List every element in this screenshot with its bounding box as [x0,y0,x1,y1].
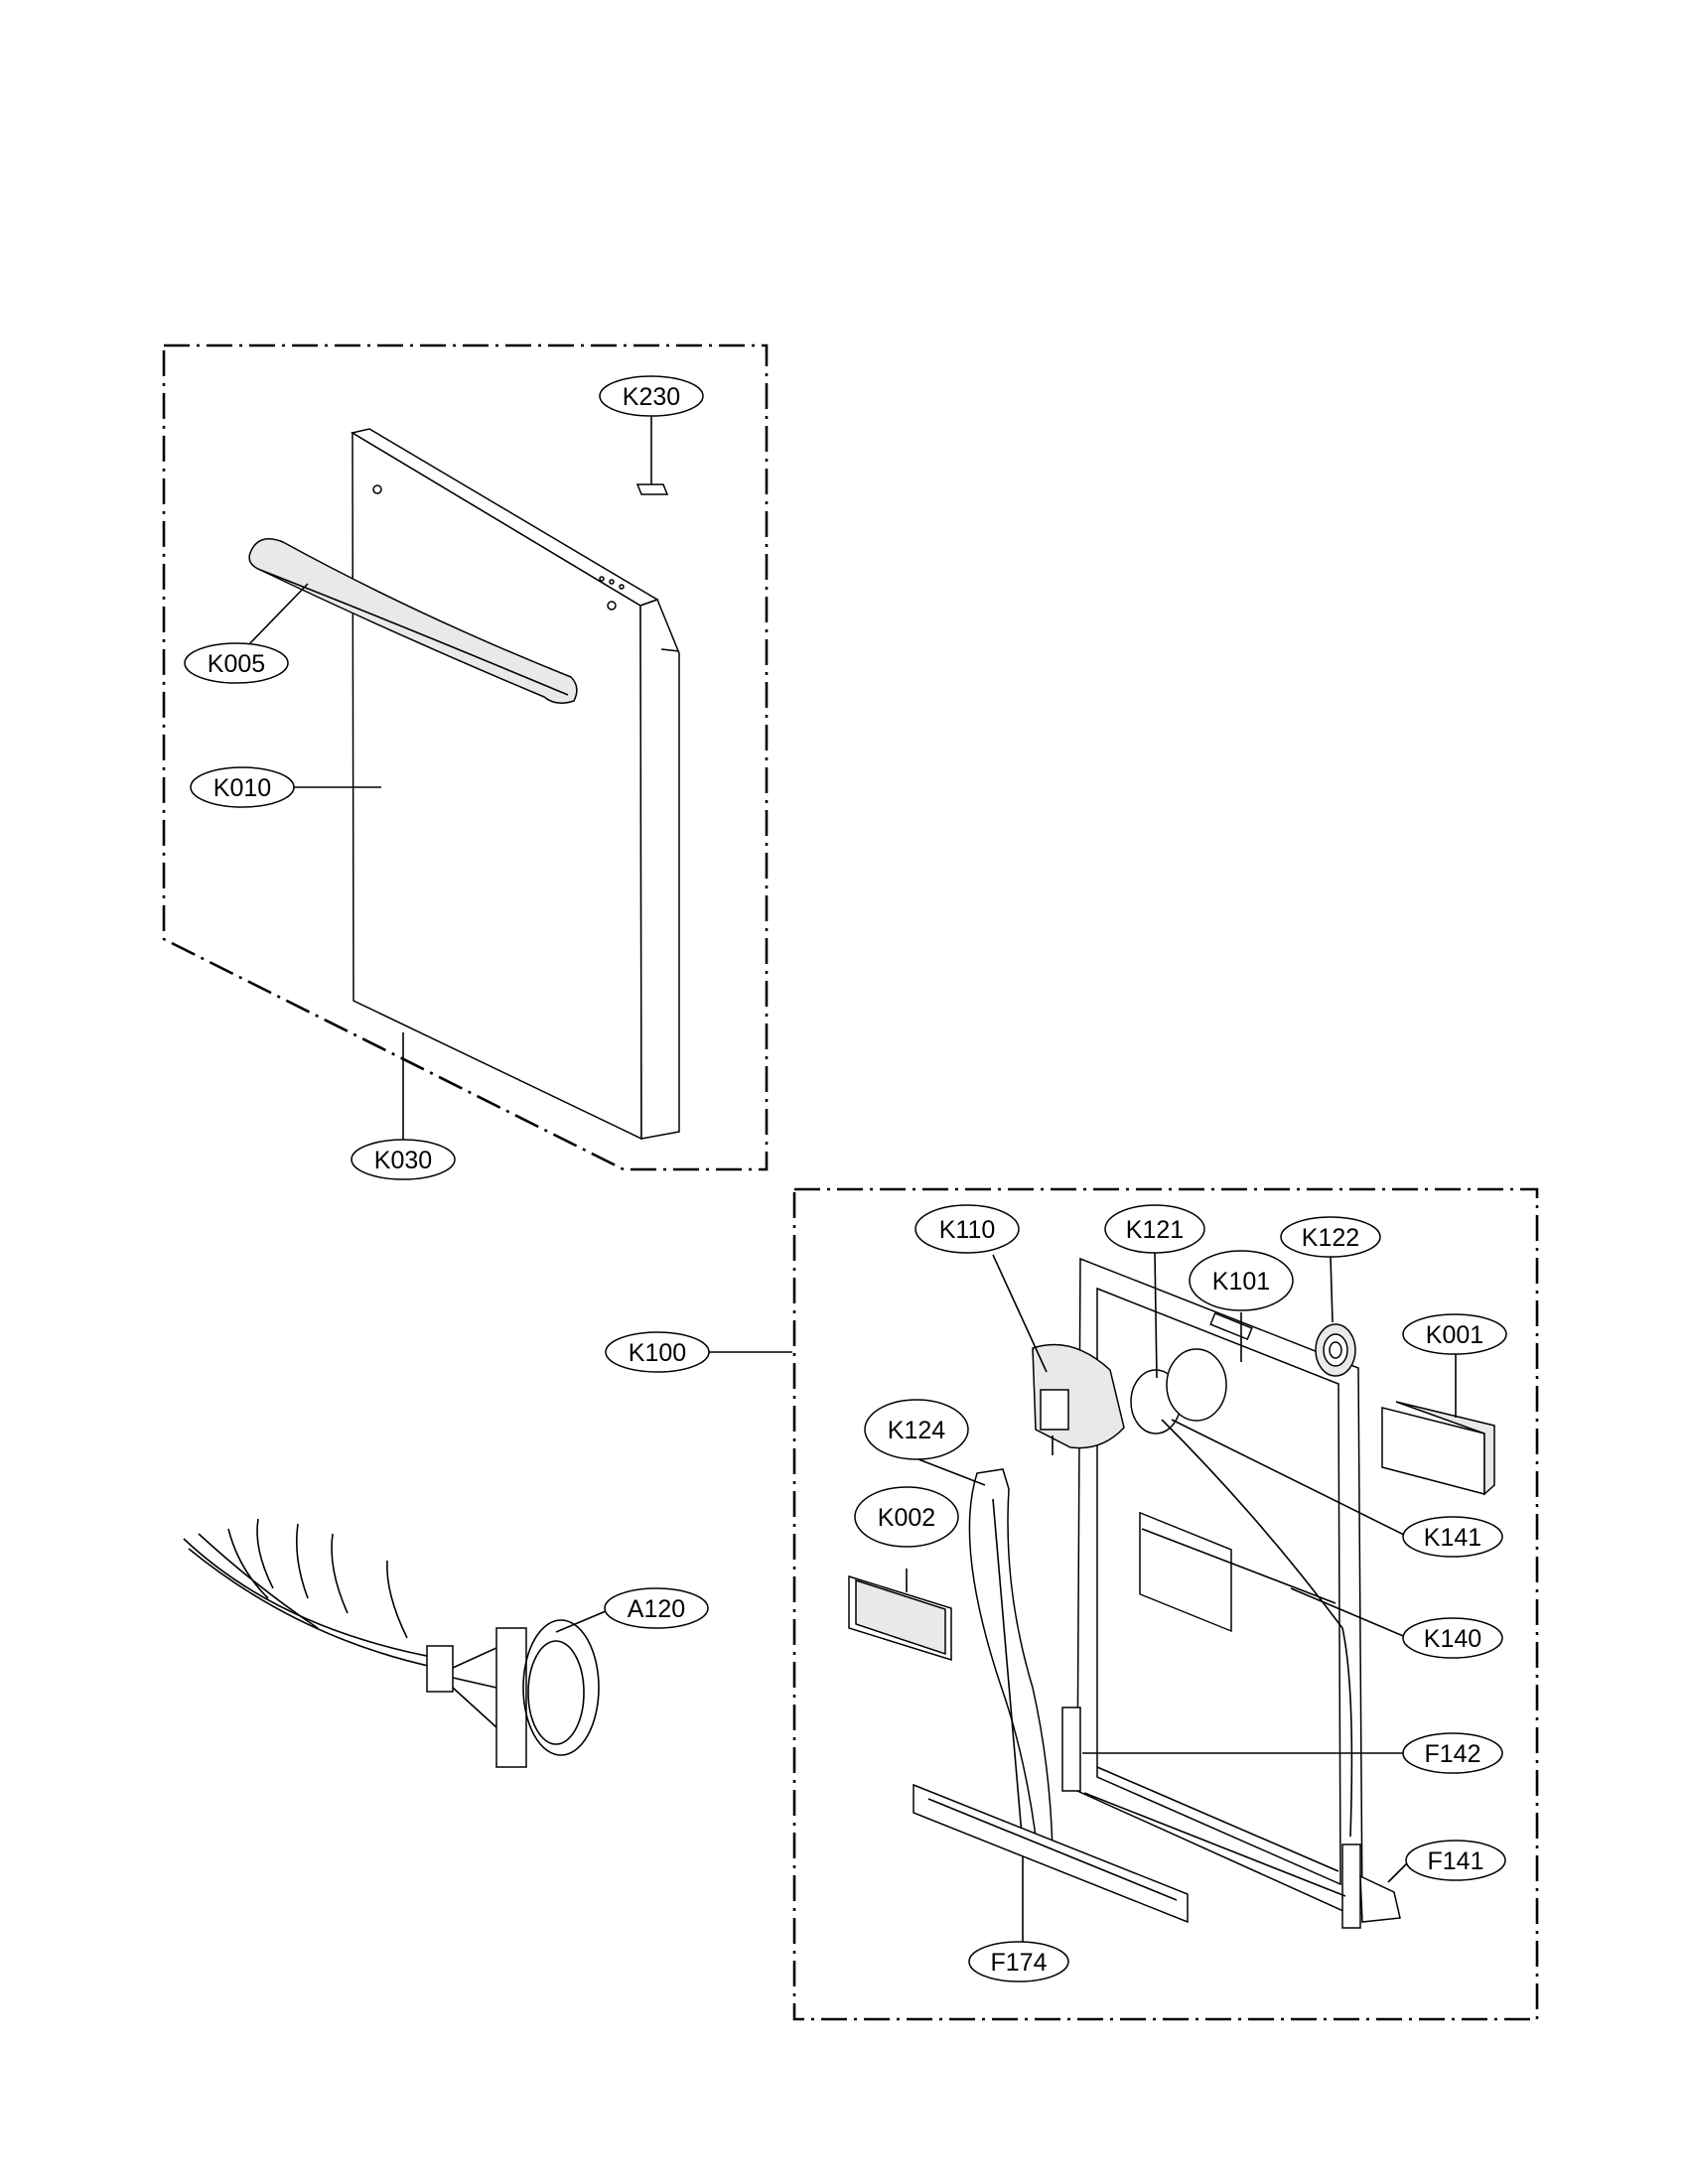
callout-k141: K141 [1402,1516,1503,1558]
svg-text:K140: K140 [1424,1625,1481,1653]
svg-text:F141: F141 [1428,1847,1484,1875]
svg-text:K124: K124 [888,1417,945,1444]
callout-f174: F174 [968,1941,1069,1982]
door-assembly-boundary [162,343,769,1171]
strip [913,1783,1189,1924]
svg-text:K141: K141 [1424,1524,1481,1552]
hinge-brackets [1061,1706,1401,1929]
door-handle [248,538,578,704]
callout-k230: K230 [599,375,704,417]
callout-k101: K101 [1189,1250,1294,1311]
leader-lines [245,415,1457,1942]
door-panel [351,428,680,1141]
callout-k122: K122 [1280,1216,1381,1258]
callout-k100: K100 [605,1331,710,1373]
gasket [968,1468,1054,1853]
ring-parts [1130,1323,1356,1434]
callout-a120: A120 [604,1587,709,1629]
control-board [1381,1401,1495,1496]
callout-k124: K124 [864,1399,969,1460]
callout-k110: K110 [914,1204,1020,1254]
svg-text:K001: K001 [1426,1321,1483,1349]
inner-door-assembly-boundary [792,1187,1539,2021]
callout-k121: K121 [1104,1204,1205,1254]
svg-text:K101: K101 [1212,1268,1270,1296]
callout-f141: F141 [1405,1840,1506,1881]
svg-text:K230: K230 [623,383,680,411]
svg-text:F174: F174 [991,1949,1048,1977]
svg-text:K122: K122 [1302,1224,1359,1252]
svg-text:K030: K030 [374,1147,432,1174]
svg-text:K100: K100 [629,1339,686,1367]
svg-text:K002: K002 [878,1504,935,1532]
callout-k030: K030 [351,1139,456,1180]
svg-text:K005: K005 [208,650,265,678]
callout-f142: F142 [1402,1732,1503,1774]
svg-text:A120: A120 [628,1595,685,1623]
clip-part [635,429,669,495]
callout-k140: K140 [1402,1617,1503,1659]
svg-text:K121: K121 [1126,1216,1184,1244]
svg-text:K110: K110 [939,1216,996,1244]
dispenser [1032,1343,1125,1455]
callout-k010: K010 [190,766,295,808]
callout-k001: K001 [1402,1313,1507,1355]
svg-text:F142: F142 [1425,1740,1481,1768]
hose [1161,1419,1353,1838]
wire-harness [183,1518,600,1768]
callout-k002: K002 [854,1486,959,1548]
svg-text:K010: K010 [213,774,271,802]
callout-k005: K005 [184,642,289,684]
cover-plate [848,1574,952,1662]
